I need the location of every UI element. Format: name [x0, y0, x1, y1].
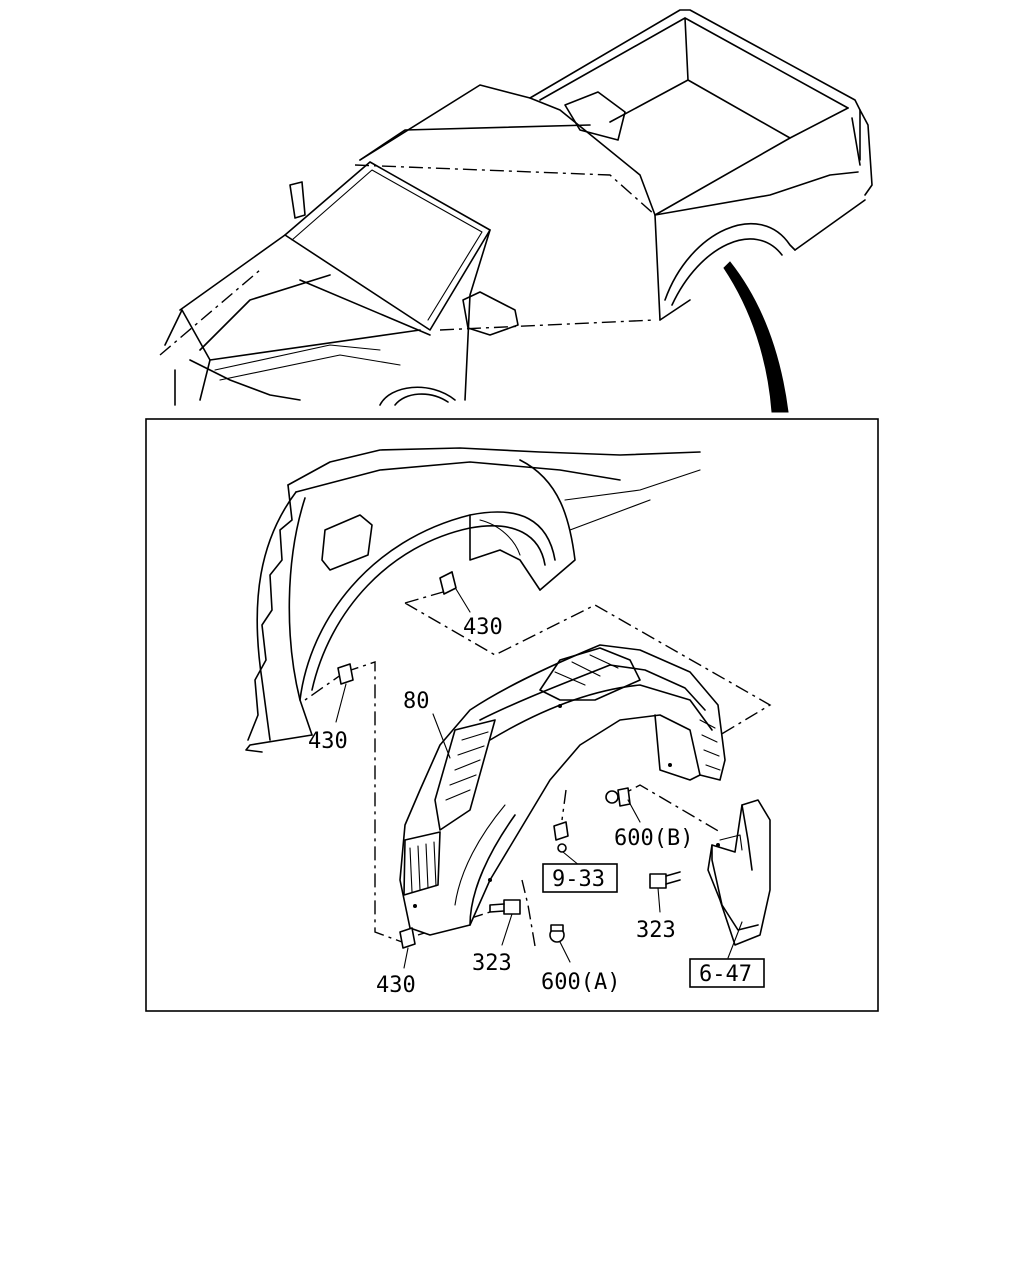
- label-430-bottom: 430: [376, 973, 416, 998]
- ref-box-9-33: [542, 863, 618, 893]
- label-80: 80: [403, 689, 430, 714]
- clip-430-left-shape: [337, 663, 354, 685]
- fastener-600b-shape: [605, 787, 631, 807]
- fastener-600a-shape: [549, 924, 565, 943]
- clip-430-top-shape: [439, 571, 457, 595]
- ref-box-6-47: [689, 958, 765, 988]
- label-600b: 600(B): [614, 826, 693, 851]
- truck-overview: [159, 9, 873, 413]
- mud-flap: [707, 799, 771, 946]
- body-wheel-arch: [245, 447, 701, 753]
- label-430-left: 430: [308, 729, 348, 754]
- label-323-bottom: 323: [472, 951, 512, 976]
- leader-80: [432, 713, 451, 759]
- label-ref-9-33: 9-33: [552, 867, 605, 892]
- clip-9-33-shape: [553, 821, 569, 853]
- leader-6-47: [727, 921, 743, 959]
- leader-430-left: [335, 683, 347, 723]
- leader-430-top: [455, 588, 471, 613]
- label-430-top: 430: [463, 615, 503, 640]
- label-600a: 600(A): [541, 970, 620, 995]
- leader-600a: [559, 941, 571, 963]
- screw-323-bottom-shape: [489, 899, 521, 915]
- leader-323-right: [657, 887, 661, 913]
- screw-323-right-shape: [649, 871, 681, 889]
- leader-600b: [627, 799, 641, 823]
- clip-430-bottom-shape: [399, 927, 416, 949]
- label-323-right: 323: [636, 918, 676, 943]
- leader-430-bottom: [403, 947, 409, 969]
- detail-frame: [145, 418, 879, 1012]
- leader-323-bottom: [501, 913, 513, 946]
- fender-liner: [399, 644, 726, 936]
- label-ref-6-47: 6-47: [699, 962, 752, 987]
